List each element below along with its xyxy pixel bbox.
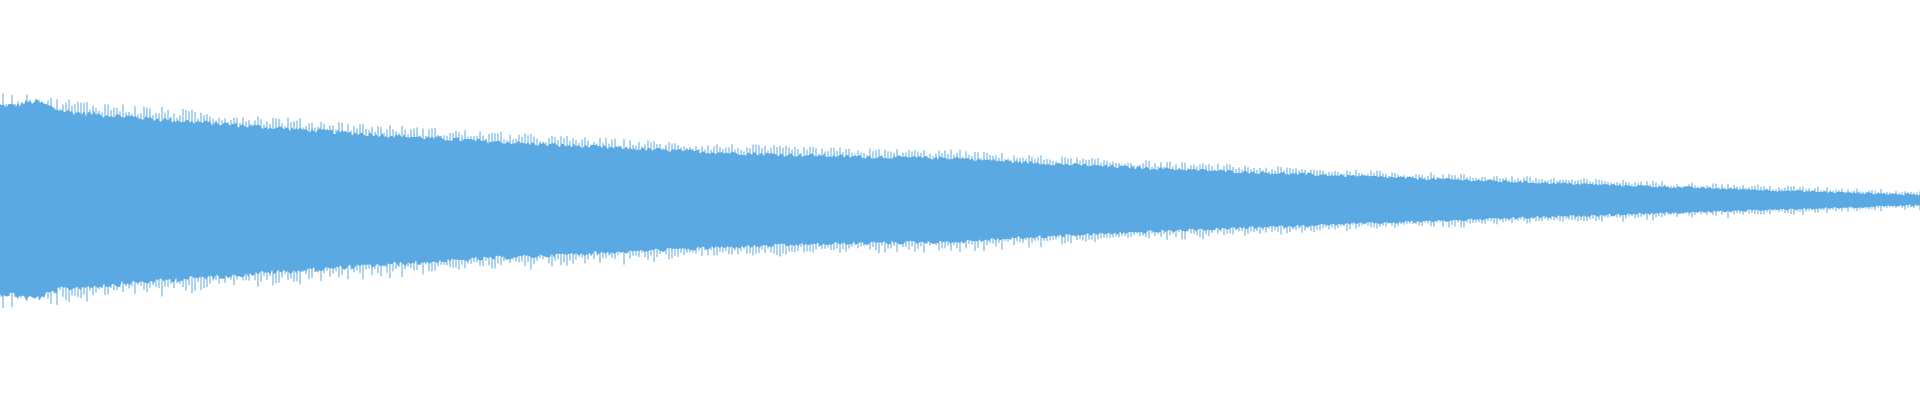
waveform-peaks [0,93,1920,308]
